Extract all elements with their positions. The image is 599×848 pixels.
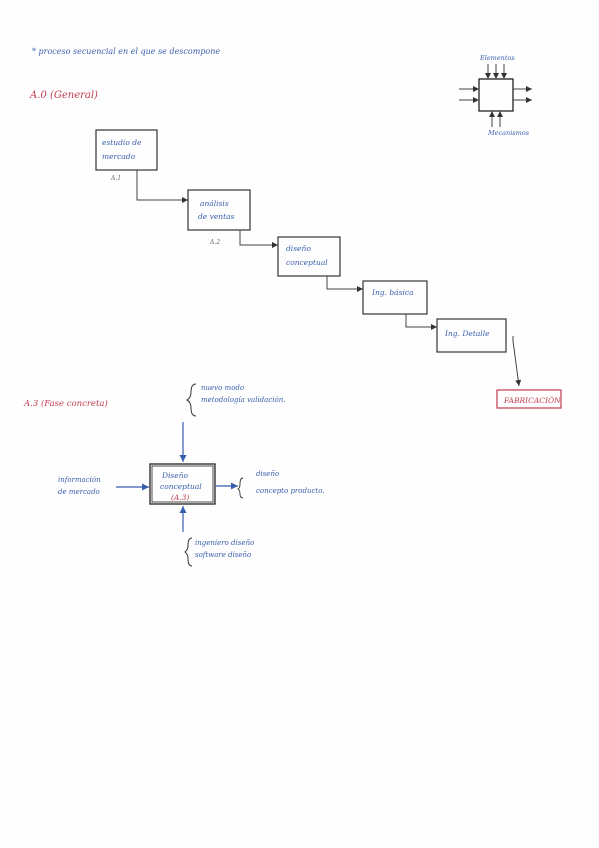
a3-output-line2: concepto producto.: [256, 487, 325, 495]
a3-box-line2: conceptual: [160, 482, 202, 491]
flow-box-4: Ing. básica: [362, 280, 428, 315]
a3-box: [149, 463, 216, 505]
flow-box-3-line1: diseño: [286, 244, 311, 253]
flow-box-1-tag: A.1: [110, 175, 121, 182]
final-box-label: FABRICACIÓN: [503, 396, 561, 405]
a3-input-line2: de mercado: [58, 488, 100, 496]
flow-box-2: análisis de ventas A.2: [187, 189, 251, 246]
section-a3-label: A.3 (Fase concreta): [23, 398, 108, 409]
flow-box-1-line2: mercado: [102, 152, 136, 161]
section-a0-label: A.0 (General): [29, 90, 98, 101]
flow-box-4-line1: Ing. básica: [371, 288, 414, 297]
a3-control-line2: metodología validación.: [201, 396, 285, 404]
final-fabrication-box: FABRICACIÓN: [496, 389, 562, 409]
a3-mech-line2: software diseño: [195, 551, 251, 559]
a3-input-line1: información: [58, 476, 101, 484]
legend-controls-label: Elementos: [479, 54, 515, 62]
a3-box-line1: Diseño: [161, 471, 189, 480]
a3-control-line1: nuevo modo: [201, 384, 244, 392]
a3-detail: nuevo modo metodología validación. Diseñ…: [58, 383, 325, 567]
flow-box-1: estudio de mercado A.1: [95, 129, 158, 182]
idef0-legend: Elementos Mecanismos: [459, 54, 532, 137]
flow-box-2-tag: A.2: [209, 239, 220, 246]
legend-box: [478, 78, 514, 112]
flow-box-5: Ing. Detalle: [436, 318, 507, 353]
a3-mech-line1: ingeniero diseño: [195, 539, 254, 547]
legend-mechanisms-label: Mecanismos: [487, 129, 530, 137]
intro-note: * proceso secuencial en el que se descom…: [32, 47, 220, 56]
flow-box-2-line1: análisis: [200, 199, 229, 208]
a3-output-line1: diseño: [256, 470, 279, 478]
flow-box-5-line1: Ing. Detalle: [444, 329, 490, 338]
a3-box-code: (A.3): [171, 493, 189, 502]
flow-box-3: diseño conceptual: [277, 236, 341, 277]
flow-connectors: [136, 170, 522, 387]
flow-box-3-line2: conceptual: [286, 258, 328, 267]
flow-box-1-line1: estudio de: [102, 138, 142, 147]
flow-box-2-line2: de ventas: [198, 212, 235, 221]
